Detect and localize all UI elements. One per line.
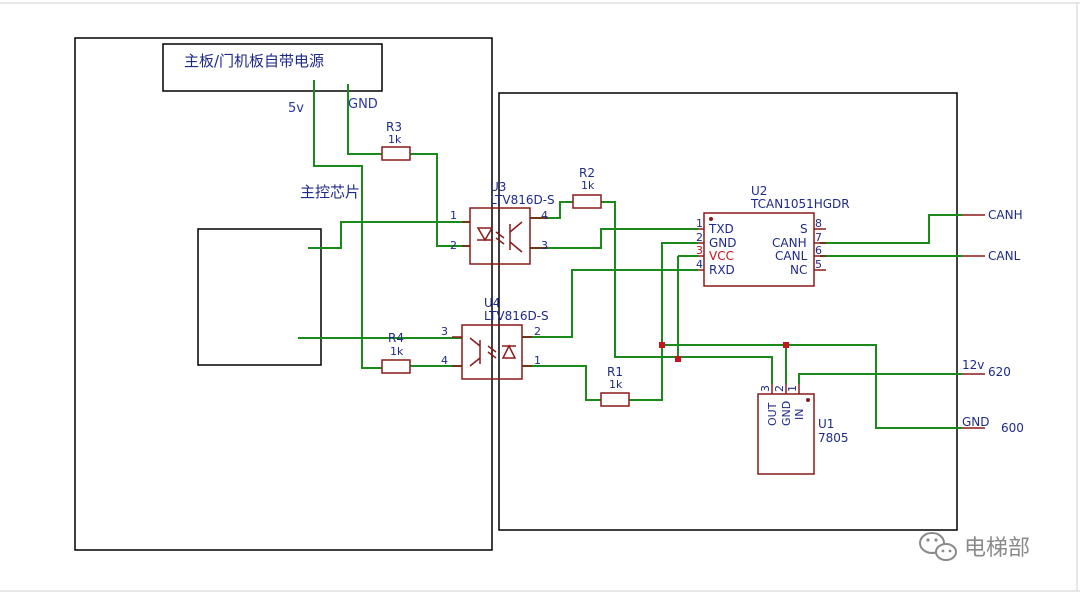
optocoupler-u3 xyxy=(462,207,548,265)
u2-pin-number: 1 xyxy=(696,217,703,230)
u2-pin-name-rxd: RXD xyxy=(709,263,735,277)
resistor-r3-body xyxy=(381,146,411,161)
u3-ref: U3 xyxy=(490,180,506,194)
main-board-outline xyxy=(74,37,493,551)
connector-canl-label: CANL xyxy=(988,249,1021,263)
resistor-r4-ref: R4 xyxy=(388,331,404,345)
main-chip-label: 主控芯片 xyxy=(300,183,360,201)
u3-pin-label: 4 xyxy=(541,209,548,222)
u2-pin-name-canh: CANH xyxy=(772,236,807,250)
u3-pin-label: 2 xyxy=(450,239,457,252)
u2-pin-number: 2 xyxy=(696,231,703,244)
u1-pin-name: GND xyxy=(780,401,793,426)
watermark-text: 电梯部 xyxy=(964,536,1030,561)
wechat-icon xyxy=(919,532,957,561)
resistor-r3-ref: R3 xyxy=(386,120,402,134)
u2-pin-name-txd: TXD xyxy=(708,222,734,236)
u4-pin-label: 1 xyxy=(534,354,541,367)
wires xyxy=(298,80,962,429)
connector-12v-pin: 620 xyxy=(988,365,1011,379)
resistor-r1-value: 1k xyxy=(609,378,623,391)
u2-pin-number: 5 xyxy=(815,258,822,271)
resistor-r3-value: 1k xyxy=(388,133,402,146)
u1-pin-number: 2 xyxy=(773,385,786,392)
u3-pin-label: 3 xyxy=(541,239,548,252)
u2-pin-number: 3 xyxy=(696,244,703,257)
connector-stubs xyxy=(962,214,985,429)
net-label-5v: 5v xyxy=(288,101,304,116)
resistor-r1-ref: R1 xyxy=(607,365,623,379)
u4-pin-label: 4 xyxy=(441,354,448,367)
u2-part: TCAN1051HGDR xyxy=(750,197,850,211)
junction-dot xyxy=(783,342,789,348)
junction-dot xyxy=(675,356,681,362)
connector-gnd-net: GND xyxy=(962,415,990,429)
u4-pin-label: 3 xyxy=(441,325,448,338)
u2-pin-number: 7 xyxy=(815,231,822,244)
resistor-r2-value: 1k xyxy=(581,179,595,192)
u2-ref: U2 xyxy=(751,184,767,198)
power-source-box xyxy=(162,43,383,92)
u4-part: LTV816D-S xyxy=(484,309,549,323)
u2-pin-number: 8 xyxy=(815,217,822,230)
u3-part: LTV816D-S xyxy=(490,193,555,207)
u1-part: 7805 xyxy=(818,431,849,445)
u2-pin-name-s: S xyxy=(800,222,808,236)
u1-pin-name: OUT xyxy=(766,402,779,426)
u2-pin-name-canl: CANL xyxy=(775,249,808,263)
u3-pin-label: 1 xyxy=(450,209,457,222)
u4-ref: U4 xyxy=(484,296,500,310)
power-source-label: 主板/门机板自带电源 xyxy=(184,52,324,70)
u2-pin-number: 4 xyxy=(696,258,703,271)
u2-pin-name-nc: NC xyxy=(790,263,807,277)
u2-pin-name-vcc: VCC xyxy=(709,249,734,263)
u2-pin-number: 6 xyxy=(815,244,822,257)
resistor-r2-ref: R2 xyxy=(579,166,595,180)
u1-pin-number: 3 xyxy=(759,385,772,392)
u1-pin-number: 1 xyxy=(786,385,799,392)
u2-pin-name-gnd: GND xyxy=(709,236,737,250)
connector-12v-net: 12v xyxy=(962,358,984,372)
regulator-u1 xyxy=(757,384,815,475)
resistor-r4-value: 1k xyxy=(390,345,404,358)
resistor-r1-body xyxy=(600,392,630,407)
can-module-outline xyxy=(498,92,958,531)
resistor-r4-body xyxy=(381,359,411,374)
optocoupler-u4 xyxy=(452,324,532,380)
main-chip-box xyxy=(197,228,322,366)
junction-dot xyxy=(659,342,665,348)
u1-pin-name: IN xyxy=(793,409,806,420)
resistor-r2-body xyxy=(572,194,602,209)
u1-ref: U1 xyxy=(818,417,834,431)
connector-canh-label: CANH xyxy=(988,208,1023,222)
u4-pin-label: 2 xyxy=(534,325,541,338)
can-transceiver-u2 xyxy=(698,212,826,287)
net-label-gnd: GND xyxy=(348,97,378,112)
connector-gnd-pin: 600 xyxy=(1001,421,1024,435)
